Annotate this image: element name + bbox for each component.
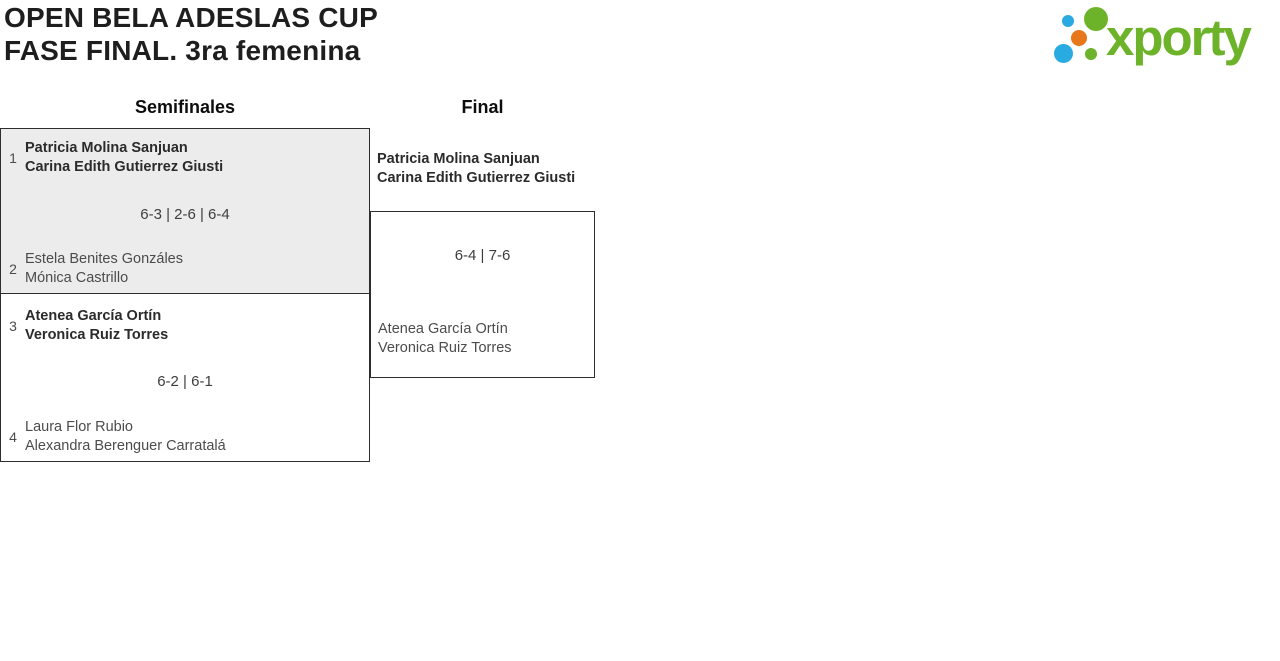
- logo-dot-orange-icon: [1071, 30, 1087, 46]
- player-name: Atenea García Ortín: [378, 321, 508, 337]
- match-score: 6-4 | 7-6: [454, 247, 511, 264]
- player-name: Carina Edith Gutierrez Giusti: [377, 170, 576, 186]
- match-final[interactable]: 6-4 | 7-6 Atenea García Ortín Veronica R…: [370, 211, 595, 378]
- logo-dot-green-small-icon: [1085, 48, 1097, 60]
- player-name: Veronica Ruiz Torres: [378, 340, 512, 356]
- seed-number: 2: [9, 261, 17, 277]
- match-score: 6-3 | 2-6 | 6-4: [140, 206, 230, 223]
- xporty-wordmark: xporty: [1106, 9, 1252, 66]
- page-title-line2: FASE FINAL. 3ra femenina: [4, 35, 361, 66]
- player-name: Alexandra Berenguer Carratalá: [25, 438, 226, 454]
- player-name: Patricia Molina Sanjuan: [25, 140, 188, 156]
- player-name: Veronica Ruiz Torres: [25, 327, 169, 343]
- seed-number: 3: [9, 318, 17, 334]
- round-header-final: Final: [461, 97, 504, 117]
- logo-dot-blue-small-icon: [1062, 15, 1074, 27]
- participant-sf2-top: 3 Atenea García Ortín Veronica Ruiz Torr…: [1, 307, 168, 345]
- participant-final-bottom: Atenea García Ortín Veronica Ruiz Torres: [378, 320, 512, 358]
- participant-final-top: Patricia Molina Sanjuan Carina Edith Gut…: [377, 150, 575, 188]
- player-name: Mónica Castrillo: [25, 270, 129, 286]
- player-name: Atenea García Ortín: [25, 308, 162, 324]
- page-title-line1: OPEN BELA ADESLAS CUP: [4, 2, 378, 33]
- participant-sf2-bottom: 4 Laura Flor Rubio Alexandra Berenguer C…: [1, 418, 226, 456]
- player-name: Estela Benites Gonzáles: [25, 251, 183, 267]
- xporty-logo[interactable]: xporty: [1048, 5, 1280, 71]
- player-name: Carina Edith Gutierrez Giusti: [25, 159, 224, 175]
- player-name: Laura Flor Rubio: [25, 419, 133, 435]
- seed-number: 1: [9, 150, 17, 166]
- round-header-semifinales: Semifinales: [134, 97, 236, 117]
- page-title: OPEN BELA ADESLAS CUP FASE FINAL. 3ra fe…: [4, 1, 378, 67]
- participant-sf1-top: 1 Patricia Molina Sanjuan Carina Edith G…: [1, 139, 223, 177]
- seed-number: 4: [9, 429, 17, 445]
- match-semifinal-1[interactable]: 1 Patricia Molina Sanjuan Carina Edith G…: [0, 128, 370, 294]
- player-name: Patricia Molina Sanjuan: [377, 151, 540, 167]
- logo-dot-green-large-icon: [1084, 7, 1108, 31]
- participant-sf1-bottom: 2 Estela Benites Gonzáles Mónica Castril…: [1, 250, 183, 288]
- match-semifinal-2[interactable]: 3 Atenea García Ortín Veronica Ruiz Torr…: [0, 293, 370, 462]
- logo-dot-blue-large-icon: [1054, 44, 1073, 63]
- match-score: 6-2 | 6-1: [157, 373, 213, 390]
